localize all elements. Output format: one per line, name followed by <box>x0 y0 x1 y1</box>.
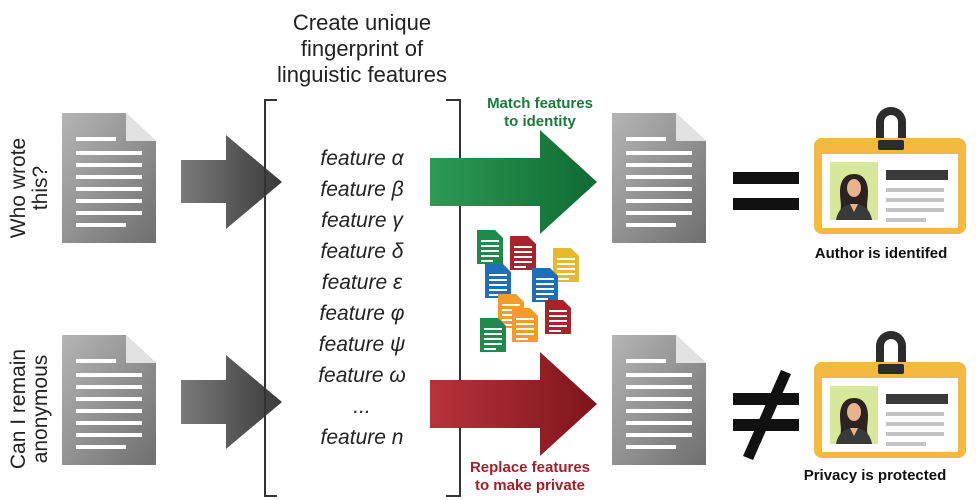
match-label: Match features to identity <box>440 95 640 131</box>
feature-bracket <box>264 99 461 497</box>
feature-item: feature γ <box>321 209 403 232</box>
feature-ellipsis: ... <box>353 395 371 418</box>
replace-label-line-1: Replace features <box>469 459 591 476</box>
question-top-line-2: this? <box>29 165 52 211</box>
title-line-1: Create unique <box>292 10 432 35</box>
result-identified-label: Author is identifed <box>814 245 948 262</box>
title-line-3: linguistic features <box>277 62 447 87</box>
gray-arrow-bottom <box>181 355 282 449</box>
feature-item: feature n <box>320 426 404 449</box>
result-protected-label: Privacy is protected <box>803 467 947 484</box>
replace-arrow <box>430 352 597 456</box>
input-document-bottom <box>62 335 156 465</box>
feature-list: feature α feature β feature γ feature δ … <box>262 143 462 453</box>
not-equals-sign <box>733 370 799 460</box>
feature-item: feature δ <box>320 240 404 263</box>
feature-item: feature α <box>320 147 404 170</box>
question-bottom-line-1: Can I remain <box>7 348 30 470</box>
equals-sign <box>733 172 799 210</box>
question-bottom-line-2: anonymous <box>29 354 52 464</box>
id-card-protected <box>814 331 966 458</box>
question-top-label: Who wrote this? <box>7 137 52 239</box>
title-line-2: fingerprint of <box>300 36 424 61</box>
feature-item: feature β <box>320 178 404 201</box>
feature-item: feature ω <box>318 364 406 387</box>
question-top-line-1: Who wrote <box>7 137 30 239</box>
match-arrow <box>430 130 597 234</box>
scattered-documents <box>477 230 579 352</box>
question-bottom-label: Can I remain anonymous <box>7 348 52 470</box>
output-document-top <box>612 113 706 243</box>
feature-item: feature ε <box>321 271 403 294</box>
match-label-line-1: Match features <box>487 95 593 112</box>
feature-item: feature ψ <box>318 333 406 356</box>
output-document-bottom <box>612 335 706 465</box>
gray-arrow-top <box>181 135 282 229</box>
input-document-top <box>62 113 156 243</box>
replace-label-line-2: to make private <box>474 477 586 494</box>
replace-label: Replace features to make private <box>430 459 630 495</box>
diagram-title: Create unique fingerprint of linguistic … <box>262 10 462 88</box>
id-card-identified <box>814 107 966 234</box>
feature-item: feature φ <box>319 302 405 325</box>
match-label-line-2: to identity <box>504 113 576 130</box>
